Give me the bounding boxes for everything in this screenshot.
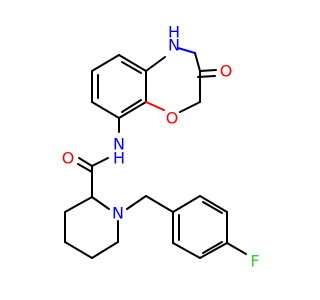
bond xyxy=(202,201,223,214)
bond xyxy=(91,196,110,210)
atom-nh-amide-n: N xyxy=(113,135,125,154)
atom-n-piperidine: N xyxy=(112,204,124,223)
atom-nh-amide-h: H xyxy=(113,149,125,168)
bond xyxy=(145,56,166,72)
atom-nh-ring-h: H xyxy=(168,23,180,42)
bond xyxy=(91,54,120,72)
bond xyxy=(121,61,142,74)
bond xyxy=(145,195,174,213)
bond xyxy=(145,101,165,111)
bond xyxy=(199,242,228,259)
bond xyxy=(64,196,93,213)
atom-o-amide: O xyxy=(62,149,75,168)
atom-o-ether-ring: O xyxy=(166,109,179,128)
benzene-ring-bonds xyxy=(91,54,147,119)
bond xyxy=(64,241,93,259)
bond xyxy=(91,101,120,119)
bond xyxy=(177,47,196,54)
bond xyxy=(172,242,201,259)
oxazinone-ring-bonds xyxy=(145,47,217,113)
atom-fluorine: F xyxy=(250,252,259,271)
bond xyxy=(199,195,228,213)
atom-labels: H N O O N H O N F xyxy=(62,23,260,271)
bond xyxy=(77,163,93,173)
bond xyxy=(91,157,109,167)
bond xyxy=(118,101,147,119)
fluorophenyl-ring-bonds xyxy=(145,195,247,259)
bond xyxy=(126,195,147,210)
bond xyxy=(199,69,217,72)
bond xyxy=(179,101,201,113)
amide-bonds xyxy=(77,117,120,198)
bond xyxy=(91,241,119,259)
bond xyxy=(118,54,147,72)
molecule-structure-diagram: H N O O N H O N F xyxy=(62,23,260,271)
bond xyxy=(197,75,216,78)
atom-o-carbonyl-ring: O xyxy=(220,62,233,81)
bond xyxy=(194,52,201,72)
bond xyxy=(121,99,142,113)
bond xyxy=(202,241,223,254)
bond xyxy=(172,195,201,213)
piperidine-ring-bonds xyxy=(64,195,147,259)
atom-nh-ring-n: N xyxy=(168,36,180,55)
bond xyxy=(78,157,93,167)
bond xyxy=(226,242,247,255)
